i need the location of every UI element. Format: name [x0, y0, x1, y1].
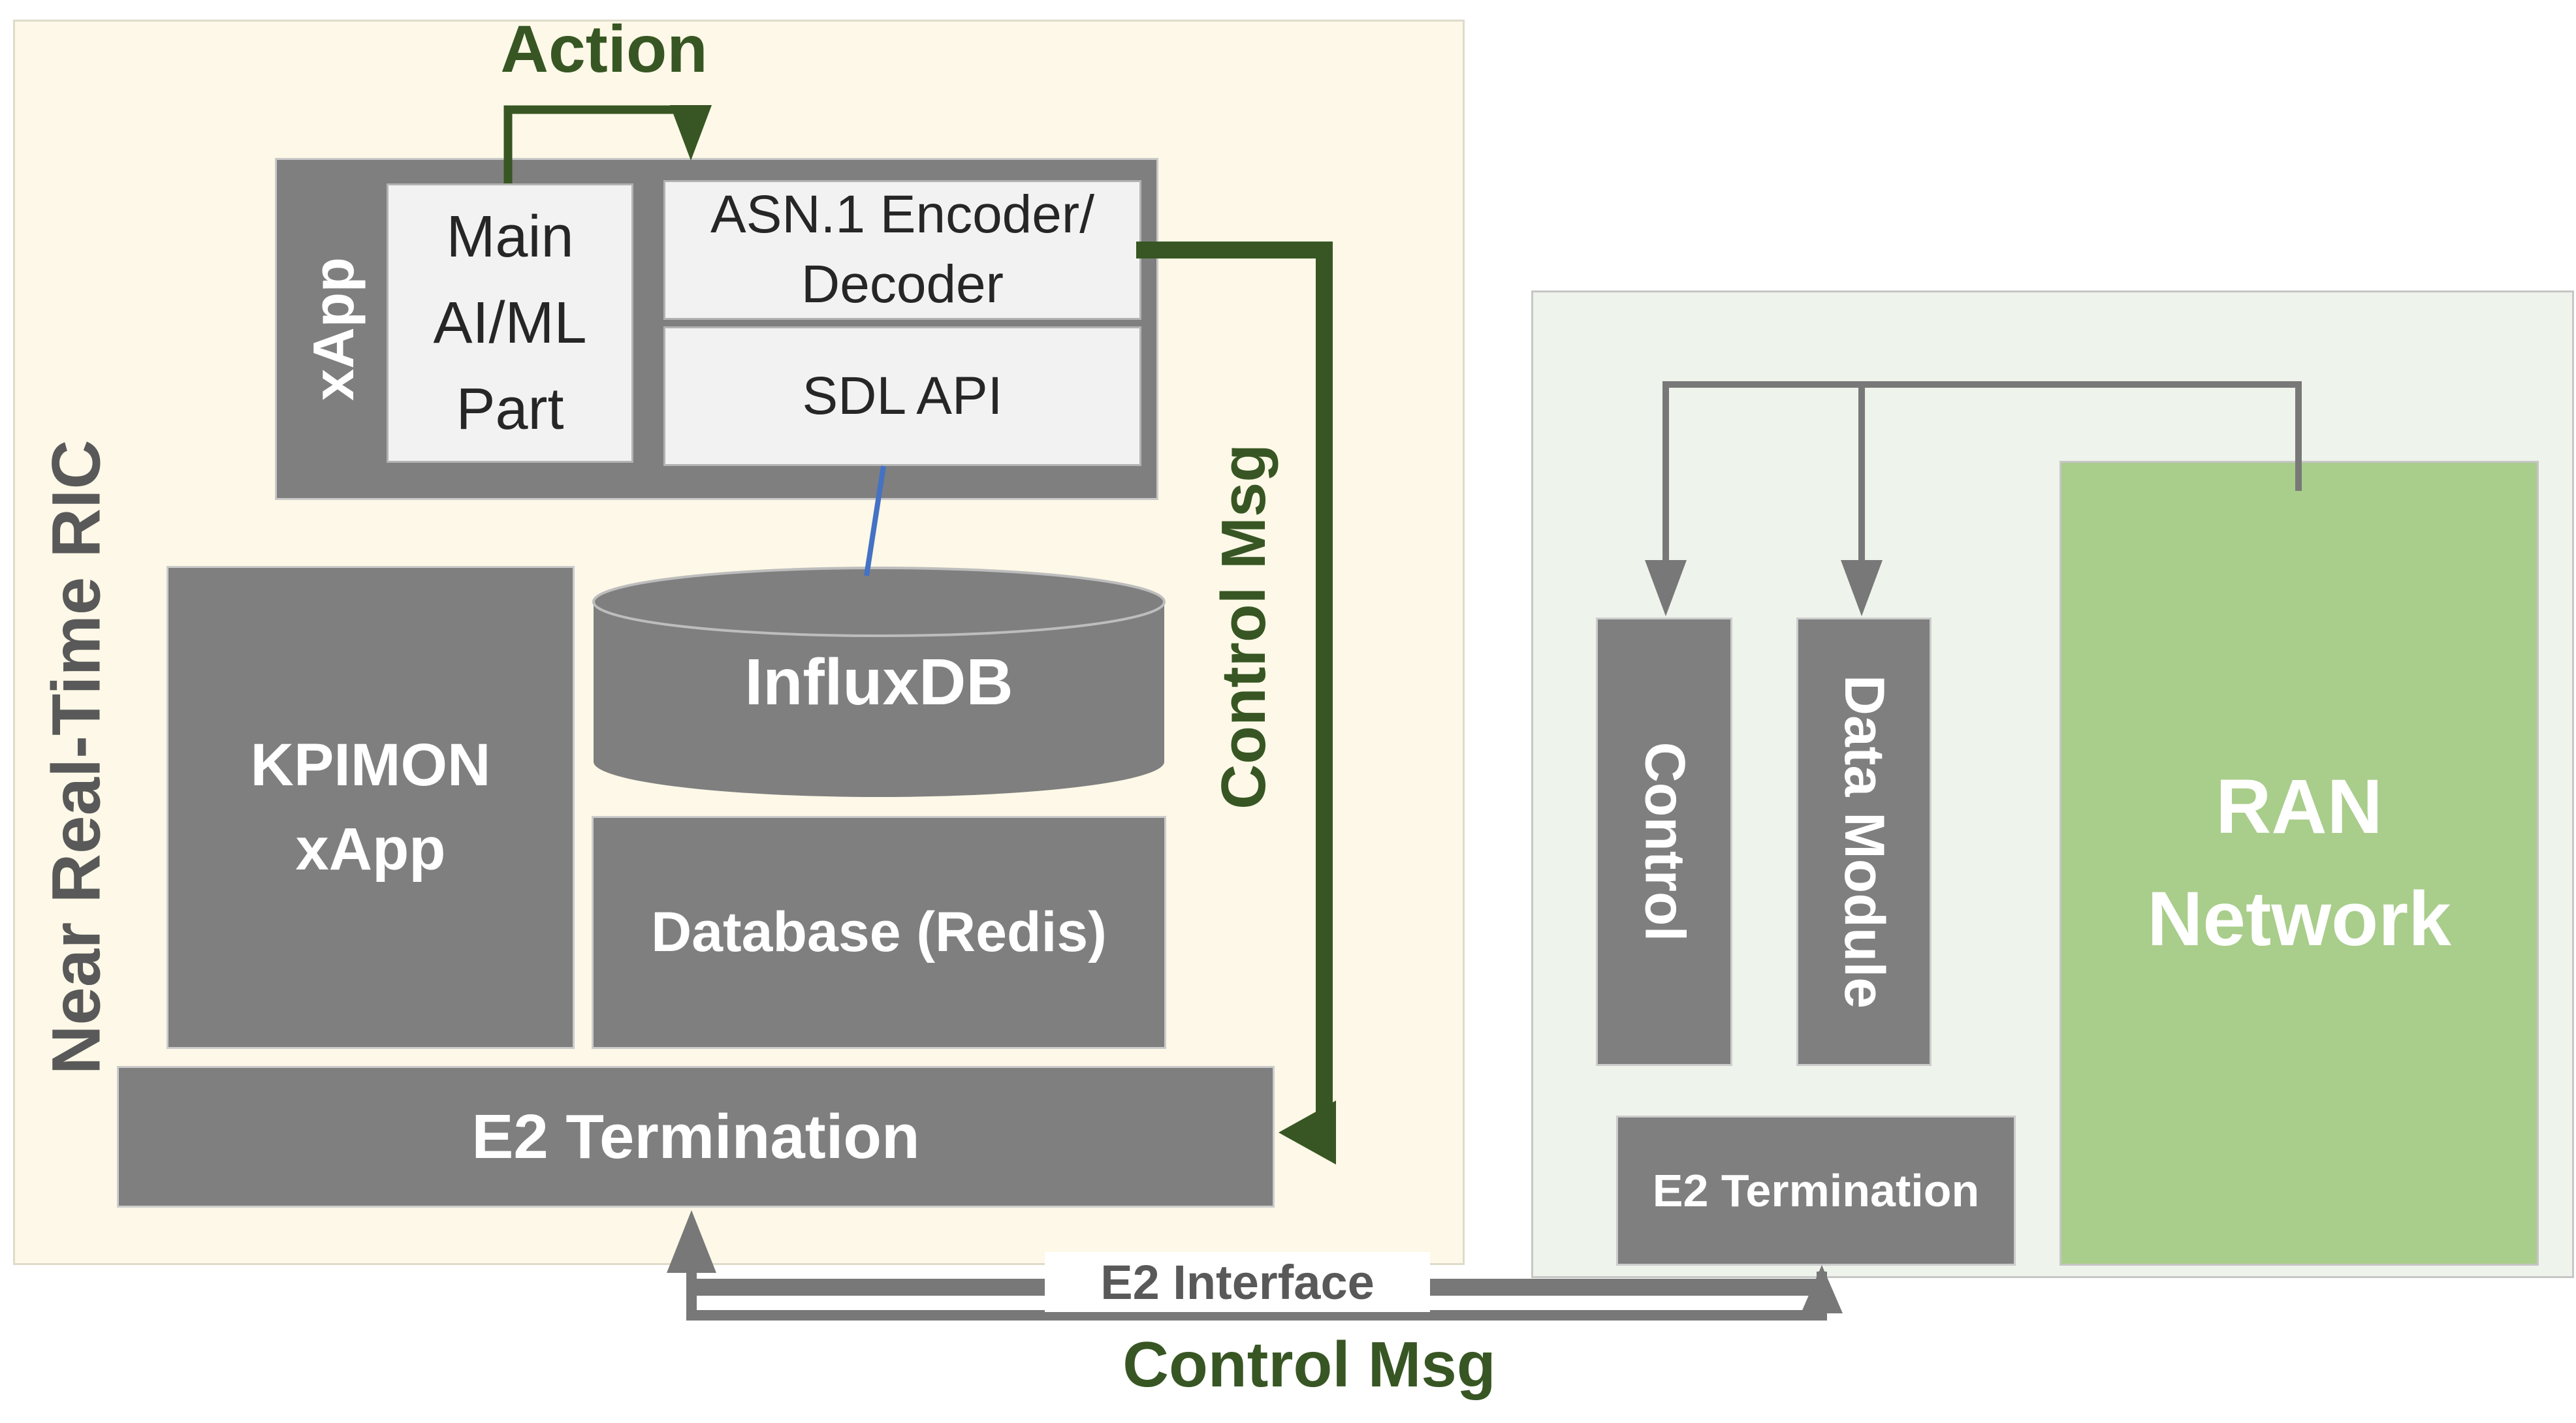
xapp-label-text: xApp — [301, 257, 366, 401]
main-aiml-part-box: Main AI/ML Part — [387, 183, 633, 463]
e2-termination-box-ric: E2 Termination — [117, 1066, 1275, 1208]
asn1-encoder-decoder-box: ASN.1 Encoder/ Decoder — [663, 180, 1141, 320]
asn1-encoder-decoder-text: ASN.1 Encoder/ Decoder — [710, 185, 1094, 314]
influxdb-cylinder-top — [592, 567, 1166, 637]
control-msg-bottom-label: Control Msg — [1122, 1328, 1496, 1400]
influxdb-label: InfluxDB — [744, 645, 1013, 719]
control-box: Control — [1596, 618, 1732, 1066]
kpimon-xapp-text: KPIMON xApp — [250, 732, 491, 883]
e2-termination-text-ran: E2 Termination — [1652, 1165, 1980, 1216]
data-module-box: Data Module — [1796, 618, 1932, 1066]
e2-termination-text-ric: E2 Termination — [471, 1101, 920, 1172]
data-module-text: Data Module — [1833, 674, 1896, 1009]
action-label: Action — [500, 12, 708, 86]
e2-interface-label: E2 Interface — [1045, 1252, 1430, 1312]
near-rt-ric-label-text: Near Real-Time RIC — [38, 439, 115, 1075]
kpimon-xapp-box: KPIMON xApp — [167, 566, 575, 1049]
control-box-text: Control — [1633, 742, 1696, 942]
database-redis-text: Database (Redis) — [651, 901, 1107, 963]
influxdb-cylinder-body — [594, 602, 1164, 797]
sdl-api-text: SDL API — [802, 366, 1003, 426]
main-aiml-part-text: Main AI/ML Part — [433, 204, 587, 443]
sdl-api-box: SDL API — [663, 326, 1141, 466]
control-msg-vertical-label: Control Msg — [1209, 444, 1279, 809]
near-rt-ric-label: Near Real-Time RIC — [20, 424, 134, 1090]
e2-termination-box-ran: E2 Termination — [1616, 1116, 2016, 1266]
database-redis-box: Database (Redis) — [592, 816, 1166, 1049]
influxdb-cylinder — [592, 567, 1166, 797]
ran-network-box: RAN Network — [2059, 461, 2539, 1266]
xapp-label: xApp — [275, 158, 392, 500]
